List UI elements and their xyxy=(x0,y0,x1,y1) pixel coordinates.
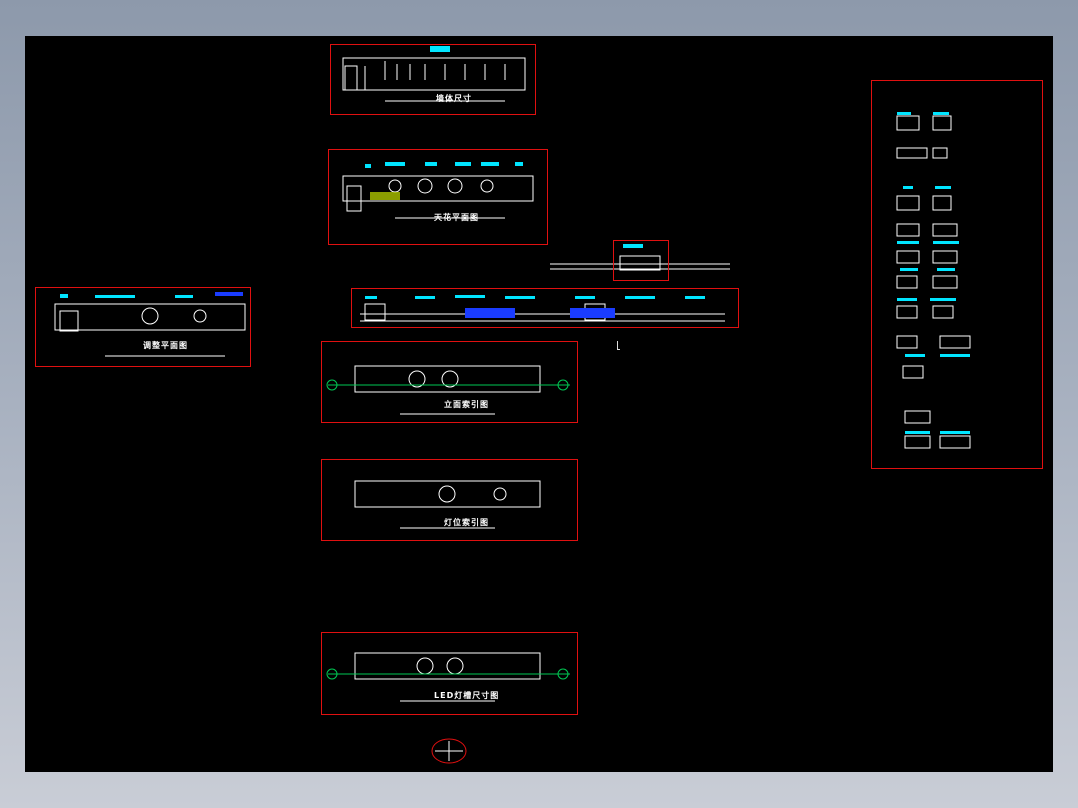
drawing-canvas[interactable]: 墙体尺寸 天花平面图 调整平面图 立面索引图 灯位索引图 LED灯槽尺寸图 xyxy=(25,36,1053,772)
sheet-title: 灯位索引图 xyxy=(444,518,489,527)
sheet-title: 立面索引图 xyxy=(444,400,489,409)
sheet-ceiling-plan[interactable]: 天花平面图 xyxy=(328,149,548,245)
sheet-title: 天花平面图 xyxy=(434,213,479,222)
sheet-title: LED灯槽尺寸图 xyxy=(434,691,500,700)
sheet-title: 调整平面图 xyxy=(143,341,188,350)
ucs-icon xyxy=(617,341,620,350)
sheet-left-plan[interactable]: 调整平面图 xyxy=(35,287,251,367)
drawing-linework xyxy=(54,46,971,764)
sheet-led-dimension[interactable]: LED灯槽尺寸图 xyxy=(321,632,578,715)
sheet-elevation-strip[interactable] xyxy=(351,288,739,328)
sheet-plan-index[interactable]: 立面索引图 xyxy=(321,341,578,423)
sheet-detail-small[interactable] xyxy=(613,240,669,281)
sheet-details[interactable] xyxy=(871,80,1043,469)
sheet-title: 墙体尺寸 xyxy=(436,94,472,103)
sheet-lighting-index[interactable]: 灯位索引图 xyxy=(321,459,578,541)
sheet-top-dimension[interactable]: 墙体尺寸 xyxy=(330,44,536,115)
